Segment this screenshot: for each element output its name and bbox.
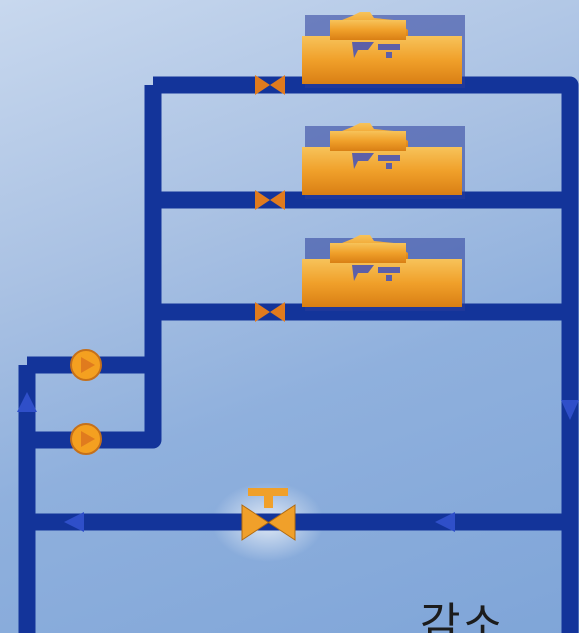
flow-arrow-left-icon bbox=[435, 512, 455, 532]
flow-arrow-up-icon bbox=[17, 392, 37, 412]
pump-icon bbox=[70, 349, 102, 381]
pipe-supply-riser bbox=[27, 85, 162, 449]
chiller-1 bbox=[302, 12, 465, 88]
valve-icon bbox=[255, 75, 285, 95]
chiller-3 bbox=[302, 235, 465, 311]
pump-icon bbox=[70, 423, 102, 455]
valve-icon bbox=[255, 302, 285, 322]
caption-text: 감소 bbox=[420, 599, 505, 633]
valve-icon bbox=[255, 190, 285, 210]
chiller-2 bbox=[302, 123, 465, 199]
control-valve-icon bbox=[241, 488, 296, 541]
flow-arrow-down-icon bbox=[561, 400, 579, 420]
flow-arrow-left-icon bbox=[64, 512, 84, 532]
pipe-main-loop bbox=[153, 76, 579, 633]
